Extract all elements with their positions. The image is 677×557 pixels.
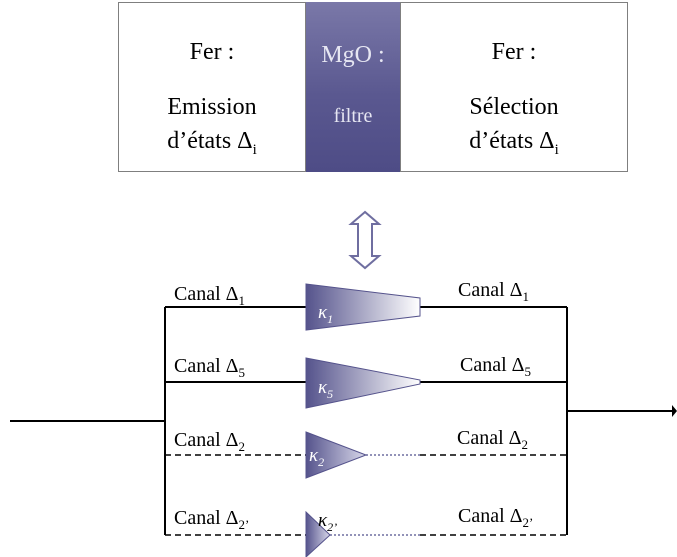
channel-5-left-label: Canal Δ5 — [174, 355, 246, 380]
funnel-5 — [305, 357, 421, 409]
channel-2-right-label: Canal Δ2 — [457, 427, 529, 452]
channel-1-left-label: Canal Δ1 — [174, 283, 246, 308]
selector-block: Fer : Sélection d’états Δi — [400, 2, 628, 172]
selector-line1: Sélection — [469, 94, 559, 120]
funnel-2prime — [305, 510, 331, 557]
output-arrow-icon — [672, 405, 677, 417]
kappa-1-label: κ1 — [318, 302, 334, 326]
channel-2 — [165, 431, 567, 479]
selector-line2: d’états Δi — [469, 128, 559, 158]
emitter-line1: Emission — [167, 94, 257, 120]
emitter-title: Fer : — [189, 39, 235, 65]
channel-2prime-left-label: Canal Δ2’ — [174, 507, 250, 532]
selector-title: Fer : — [491, 39, 537, 65]
funnel-1 — [305, 283, 421, 331]
kappa-2prime-label: κ2’ — [318, 510, 338, 534]
filter-title: MgO : — [321, 42, 385, 68]
funnel-2 — [305, 431, 368, 479]
equivalence-arrow-icon — [348, 210, 382, 270]
channel-5-right-label: Canal Δ5 — [460, 354, 532, 379]
kappa-2-label: κ2 — [309, 445, 325, 469]
emitter-line2: d’états Δi — [167, 128, 257, 158]
filter-line1: filtre — [333, 105, 373, 127]
channel-2prime-right-label: Canal Δ2’ — [458, 505, 534, 530]
emitter-block: Fer : Emission d’états Δi — [118, 2, 306, 172]
filter-block: MgO : filtre — [306, 2, 400, 172]
kappa-5-label: κ5 — [318, 377, 334, 401]
channel-2-left-label: Canal Δ2 — [174, 429, 246, 454]
channel-1-right-label: Canal Δ1 — [458, 279, 530, 304]
channel-1 — [165, 283, 567, 331]
channel-2prime — [165, 510, 567, 557]
channel-5 — [165, 357, 567, 409]
